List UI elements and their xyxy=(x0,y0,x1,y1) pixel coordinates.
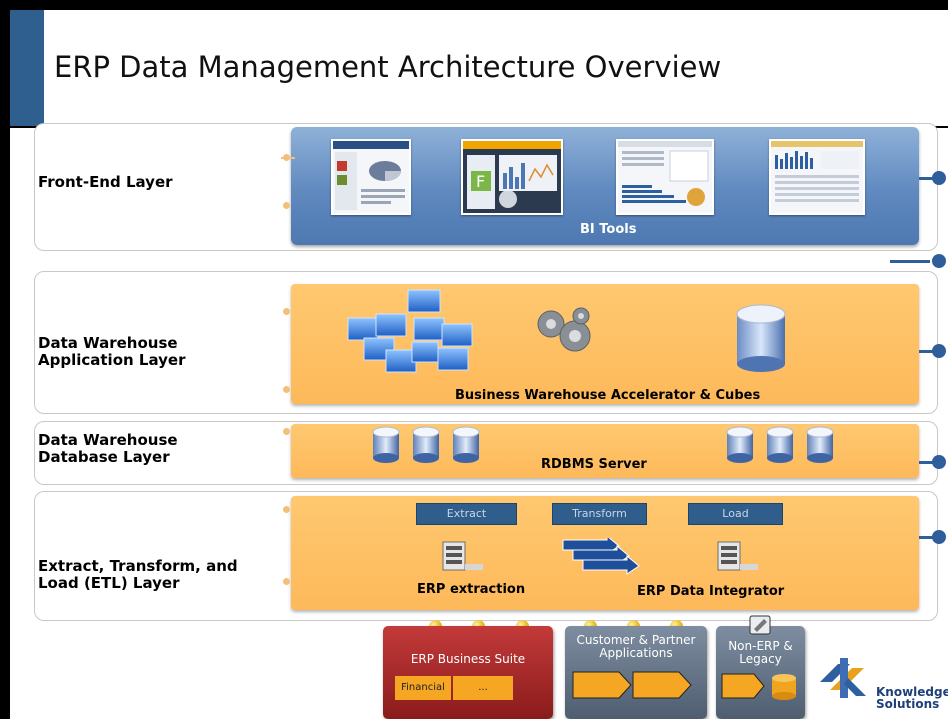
bw-accelerator-panel: Business Warehouse Accelerator & Cubes xyxy=(283,284,919,404)
connector-stub xyxy=(919,177,937,180)
non-erp-legacy-title: Non-ERP & Legacy xyxy=(728,639,793,666)
erp-business-suite-title: ERP Business Suite xyxy=(410,652,526,666)
connector-dot xyxy=(283,386,290,393)
non-erp-legacy-box: Non-ERP & Legacy xyxy=(716,626,805,719)
logo-text-line1: Knowledge xyxy=(876,685,948,699)
extract-step-button[interactable]: Extract xyxy=(416,503,517,525)
connector-node xyxy=(932,254,946,268)
rdbms-panel: RDBMS Server xyxy=(283,424,919,478)
bi-tools-caption: BI Tools xyxy=(580,222,637,237)
customer-partner-box: Customer & Partner Applications xyxy=(565,626,707,719)
gears-icon xyxy=(537,307,591,352)
front-end-layer-label: Front-End Layer xyxy=(38,173,173,191)
integrator-server-icon xyxy=(717,541,758,571)
connector-dot xyxy=(283,578,290,585)
transform-step-button[interactable]: Transform xyxy=(552,503,647,525)
dw-application-layer-label: Data Warehouse Application Layer xyxy=(38,334,186,369)
bi-screenshot-analysis: F xyxy=(461,139,563,215)
connector-dot xyxy=(283,506,290,513)
database-cylinders-left-icon xyxy=(372,426,480,463)
connector-dot xyxy=(283,308,290,315)
connector-stub xyxy=(919,350,937,353)
bw-accelerator-caption: Business Warehouse Accelerator & Cubes xyxy=(455,388,761,403)
document-icon xyxy=(749,615,771,635)
database-cylinders-right-icon xyxy=(726,426,834,463)
process-chevrons-icon xyxy=(572,671,692,699)
olap-cubes-icon xyxy=(347,289,473,373)
bi-screenshot-dashboard xyxy=(331,139,411,215)
erp-business-suite-box: ERP Business Suite Financial ... xyxy=(383,626,553,719)
knowledge-solutions-logo-icon xyxy=(820,658,866,698)
load-step-button[interactable]: Load xyxy=(688,503,783,525)
legacy-chevron-database-icon xyxy=(721,673,796,700)
connector-dot xyxy=(283,202,290,209)
connector-node xyxy=(932,171,946,185)
bi-screenshot-charts xyxy=(769,139,865,215)
connector-stub xyxy=(919,536,937,539)
etl-layer-label: Extract, Transform, and Load (ETL) Layer xyxy=(38,557,238,592)
bi-tools-panel: F xyxy=(281,127,919,245)
financial-module: Financial xyxy=(395,676,451,700)
connector-node xyxy=(932,530,946,544)
more-modules: ... xyxy=(453,676,513,700)
connector-node xyxy=(932,344,946,358)
logo-text-line2: Solutions xyxy=(876,697,940,711)
connector-dot xyxy=(283,428,290,435)
title-accent-bar xyxy=(10,10,44,128)
erp-extraction-caption: ERP extraction xyxy=(417,582,526,597)
customer-partner-title: Customer & Partner Applications xyxy=(576,633,696,660)
erp-data-integrator-caption: ERP Data Integrator xyxy=(637,584,785,599)
bi-screenshot-report xyxy=(616,139,714,215)
database-icon xyxy=(736,304,786,372)
connector-stub xyxy=(890,260,930,263)
extraction-server-icon xyxy=(442,541,483,571)
slide-title: ERP Data Management Architecture Overvie… xyxy=(54,50,722,84)
connector-dot xyxy=(283,154,290,161)
svg-text:F: F xyxy=(476,172,485,191)
dw-database-layer-label: Data Warehouse Database Layer xyxy=(38,431,178,466)
connector-node xyxy=(932,455,946,469)
data-flow-arrows-icon xyxy=(562,538,640,575)
rdbms-caption: RDBMS Server xyxy=(541,457,647,472)
connector-stub xyxy=(919,461,937,464)
